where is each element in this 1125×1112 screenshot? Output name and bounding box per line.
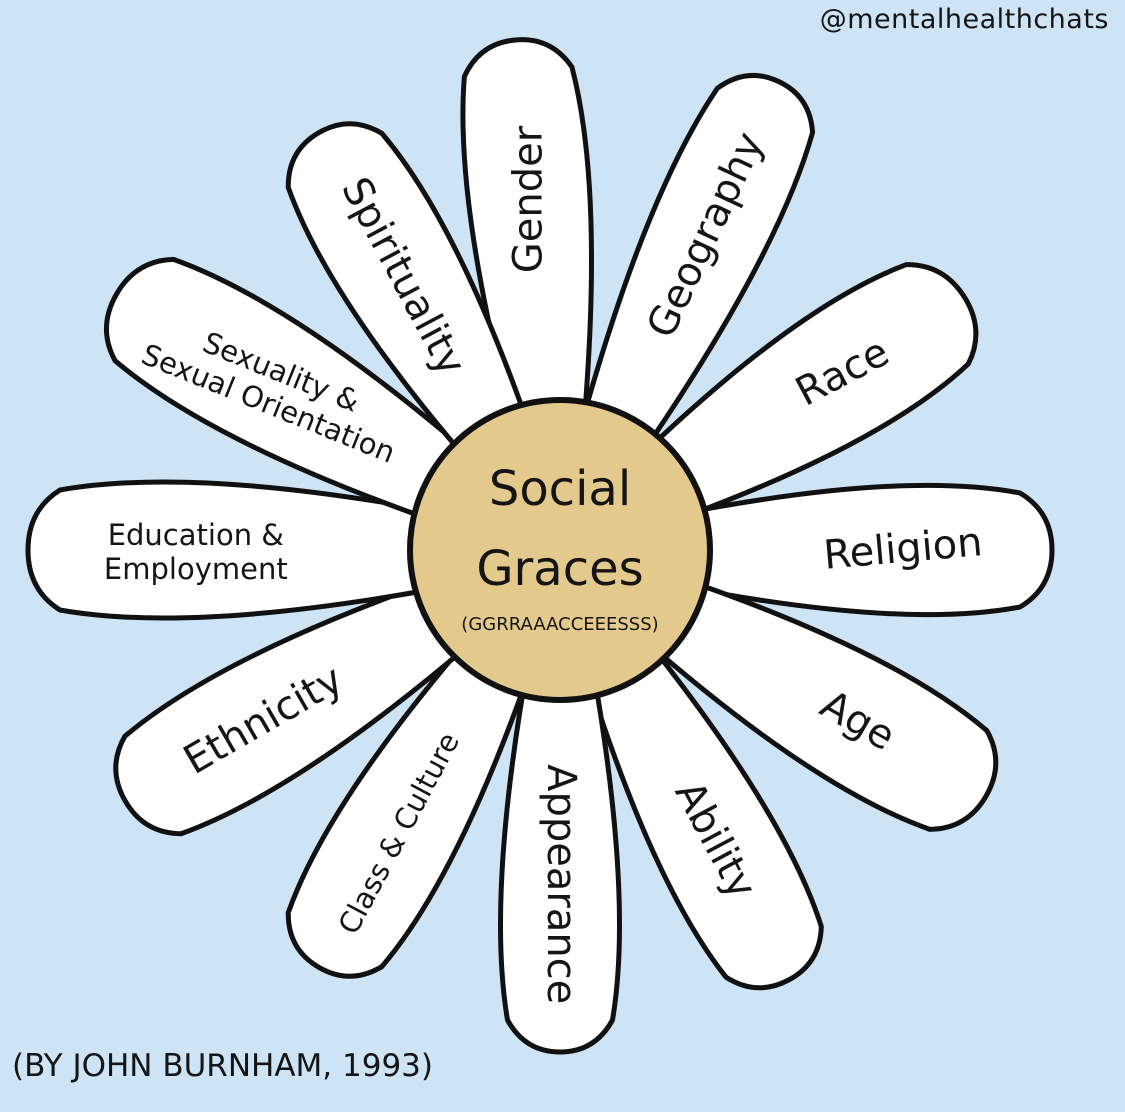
petal-label-line: Appearance (538, 764, 584, 1004)
petal-ethnicity (113, 572, 485, 837)
center-acronym: (GGRRAAACCEEESSS) (461, 614, 658, 635)
petal-appearance (498, 657, 622, 1055)
petal-geography (574, 72, 816, 467)
petal-race (631, 262, 979, 525)
petal-sexuality (103, 256, 486, 529)
petal-education-employment (25, 479, 453, 621)
center-title-line1: Social (489, 461, 631, 517)
petal-label-appearance: Appearance (538, 764, 584, 1004)
petal-age (634, 572, 999, 832)
petal-label-education-employment: Education &Employment (104, 518, 288, 586)
center-title-line2: Graces (476, 541, 643, 597)
petal-label-line: Gender (505, 125, 551, 273)
credit-line: (BY JOHN BURNHAM, 1993) (12, 1048, 433, 1084)
petal-label-line: Education & (108, 518, 284, 552)
petal-spirituality (285, 121, 537, 475)
petal-label-line: Employment (104, 552, 288, 586)
petal-label-gender: Gender (505, 125, 551, 273)
petal-class-culture (285, 625, 537, 979)
author-handle: @mentalhealthchats (819, 4, 1109, 35)
petal-religion (667, 482, 1055, 618)
petal-ability (580, 628, 824, 991)
center-disc (407, 397, 713, 703)
